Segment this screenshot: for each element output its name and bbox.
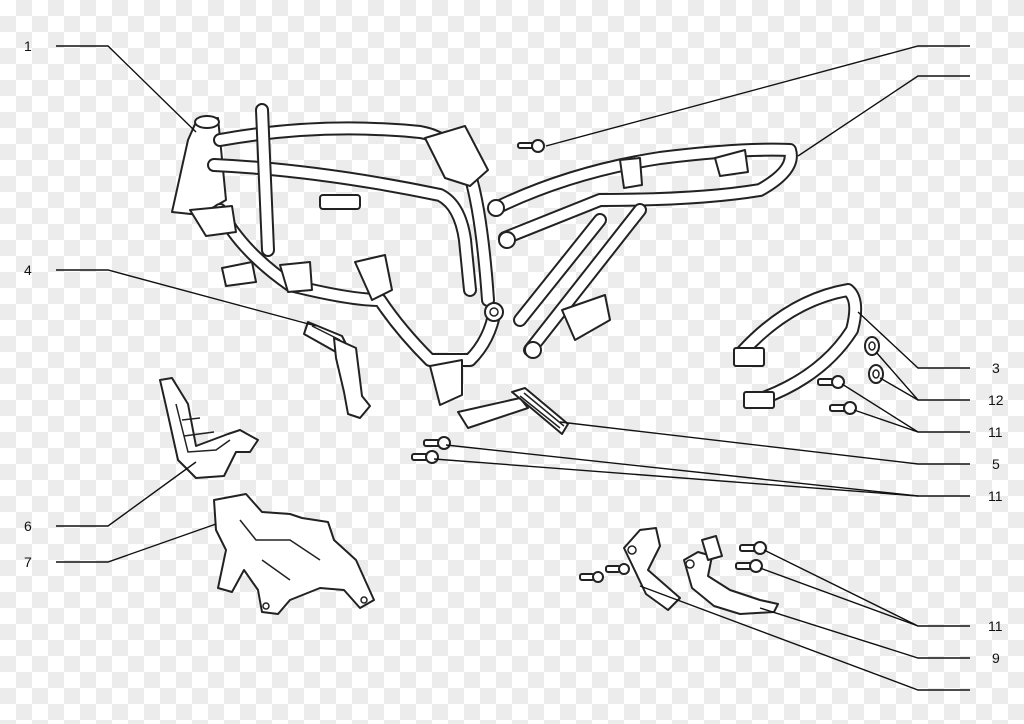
- leader-5: [559, 421, 970, 465]
- washers: [864, 336, 884, 384]
- leader-13: [639, 585, 970, 691]
- leader-1: [56, 45, 197, 133]
- leader-11c: [763, 549, 970, 627]
- leader-11b: [445, 444, 970, 497]
- callout-11b: 11: [988, 488, 1003, 504]
- callout-12: 12: [988, 392, 1004, 408]
- pillion-footrest-brackets: [623, 527, 779, 615]
- callout-11a: 11: [988, 424, 1003, 440]
- leader-11a-2: [853, 409, 919, 433]
- bolt-rear-top: [517, 139, 545, 153]
- leader-12: [875, 351, 970, 401]
- callout-5: 5: [992, 456, 1000, 472]
- bolts-right-handle: [817, 375, 857, 415]
- leader-2b: [797, 75, 970, 157]
- callout-numbers: 1 3 4 5 6 7 9 11 11 11 12: [24, 38, 1004, 666]
- leader-12-2: [879, 377, 919, 401]
- leader-11c-2: [759, 567, 919, 627]
- bolts-lower: [579, 541, 767, 583]
- leader-4: [56, 269, 317, 327]
- footrest-right: [457, 387, 569, 435]
- leader-lines: [56, 45, 970, 691]
- leader-3: [857, 311, 970, 369]
- callout-4: 4: [24, 262, 32, 278]
- main-frame: [171, 103, 504, 406]
- footrest-bracket-left: [303, 321, 371, 419]
- leader-9: [759, 607, 970, 659]
- grab-handle: [733, 283, 863, 409]
- callout-7: 7: [24, 554, 32, 570]
- callout-1: 1: [24, 38, 32, 54]
- engine-mount-bracket: [213, 493, 375, 615]
- leader-11a: [841, 383, 970, 433]
- leader-7: [56, 523, 217, 563]
- callout-6: 6: [24, 518, 32, 534]
- callout-9: 9: [992, 650, 1000, 666]
- leader-2: [545, 45, 970, 147]
- callout-3: 3: [992, 360, 1000, 376]
- bracket-plate: [159, 377, 259, 479]
- callout-11c: 11: [988, 618, 1003, 634]
- rear-subframe: [487, 142, 798, 359]
- leader-6: [56, 461, 197, 527]
- leader-11b-2: [433, 458, 919, 497]
- bolts-center: [411, 436, 451, 464]
